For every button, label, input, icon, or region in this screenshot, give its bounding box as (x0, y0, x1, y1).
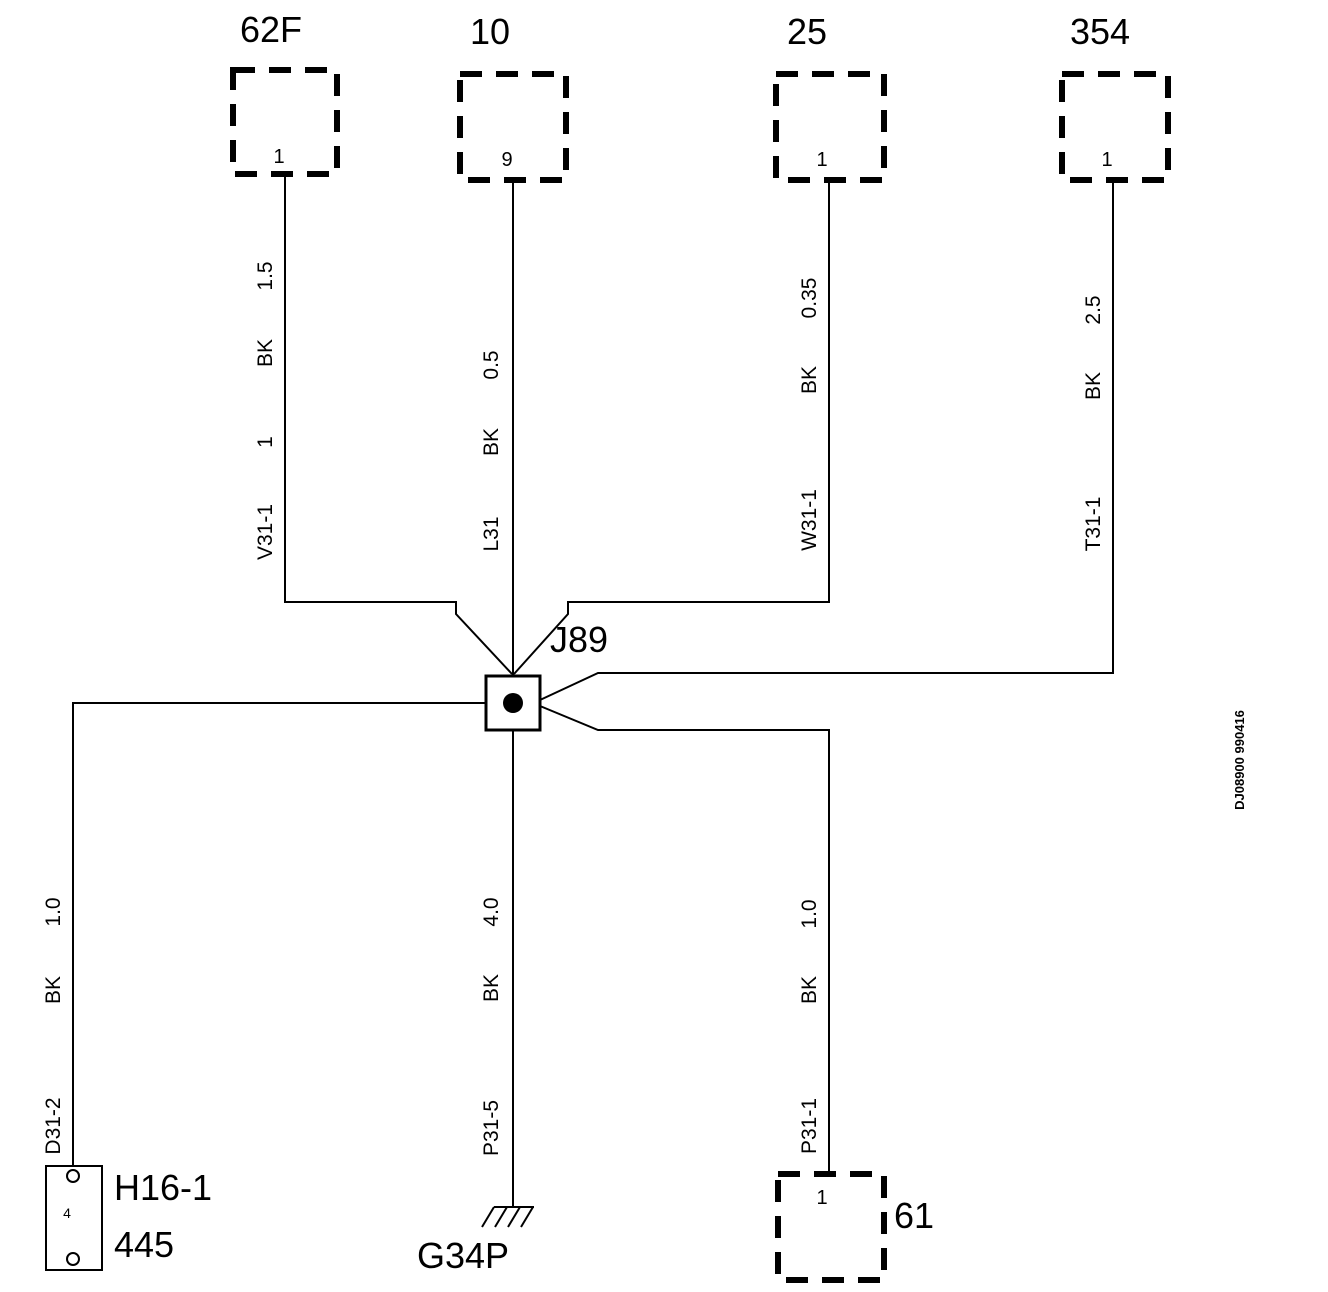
connector-61-box (775, 1171, 887, 1283)
wire-10-circuit: L31 (480, 516, 503, 551)
ground-hatch-2 (494, 1206, 508, 1228)
wire-62f-gauge: 1.5 (254, 261, 277, 290)
ground-name: G34P (417, 1235, 509, 1276)
wire-354[interactable] (539, 180, 1114, 701)
connector-25-name: 25 (787, 11, 827, 52)
wire-ground-color: BK (480, 974, 503, 1002)
connector-10[interactable]: 10 9 (457, 11, 569, 183)
connector-10-name: 10 (470, 11, 510, 52)
splice-name: J89 (550, 619, 608, 660)
wire-61-gauge: 1.0 (798, 899, 821, 928)
wire-445[interactable] (72, 702, 486, 1170)
document-code: DJ08900 990416 (1232, 710, 1247, 810)
component-h16-1-name: H16-1 (114, 1167, 212, 1208)
terminal-bottom-icon (66, 1252, 80, 1266)
connector-354-name: 354 (1070, 11, 1130, 52)
wire-10-color: BK (480, 428, 503, 456)
connector-62f[interactable]: 62F 1 (230, 9, 340, 177)
wire-25-color: BK (798, 366, 821, 394)
connector-62f-box (230, 67, 340, 177)
wire-354-circuit: T31-1 (1082, 497, 1105, 552)
wire-ground-gauge: 4.0 (480, 897, 503, 926)
wire-62f-terminal: 1 (254, 436, 277, 448)
component-h16-1-number: 445 (114, 1224, 174, 1265)
wire-445-color: BK (42, 976, 65, 1004)
wire-ground-circuit: P31-5 (480, 1100, 503, 1156)
connector-354-pin: 1 (1101, 149, 1112, 171)
component-h16-1[interactable]: 4 H16-1 445 (45, 1165, 212, 1271)
wire-25-gauge: 0.35 (798, 278, 821, 319)
connector-354[interactable]: 354 1 (1059, 11, 1171, 183)
connector-62f-pin: 1 (273, 146, 284, 168)
splice-dot (503, 693, 523, 713)
splice-j89[interactable]: J89 (484, 619, 608, 732)
ground-hatch-3 (507, 1206, 521, 1228)
connector-25-pin: 1 (816, 149, 827, 171)
ground-hatch-1 (481, 1206, 495, 1228)
wire-445-gauge: 1.0 (42, 897, 65, 926)
component-h16-1-pin: 4 (63, 1205, 71, 1221)
connector-61-name: 61 (894, 1195, 934, 1236)
connector-10-box (457, 71, 569, 183)
wire-61-color: BK (798, 976, 821, 1004)
wire-25-circuit: W31-1 (798, 489, 821, 551)
wire-354-gauge: 2.5 (1082, 295, 1105, 324)
wire-10-gauge: 0.5 (480, 350, 503, 379)
wire-62f-circuit: V31-1 (254, 504, 277, 560)
connector-10-pin: 9 (501, 149, 512, 171)
wire-61[interactable] (539, 705, 830, 1174)
terminal-top-icon (66, 1169, 80, 1183)
ground-hatch-4 (520, 1206, 534, 1228)
connector-61-pin: 1 (816, 1187, 827, 1209)
wire-445-circuit: D31-2 (42, 1097, 65, 1154)
wire-62f[interactable] (284, 174, 513, 675)
ground-g34p[interactable]: G34P (417, 1206, 534, 1276)
connector-62f-name: 62F (240, 9, 302, 50)
connector-25[interactable]: 25 1 (773, 11, 887, 183)
connector-61[interactable]: 1 61 (775, 1171, 934, 1283)
connector-25-box (773, 71, 887, 183)
wire-354-color: BK (1082, 372, 1105, 400)
wire-62f-color: BK (254, 339, 277, 367)
wire-25[interactable] (513, 180, 830, 675)
wire-61-circuit: P31-1 (798, 1098, 821, 1154)
connector-354-box (1059, 71, 1171, 183)
